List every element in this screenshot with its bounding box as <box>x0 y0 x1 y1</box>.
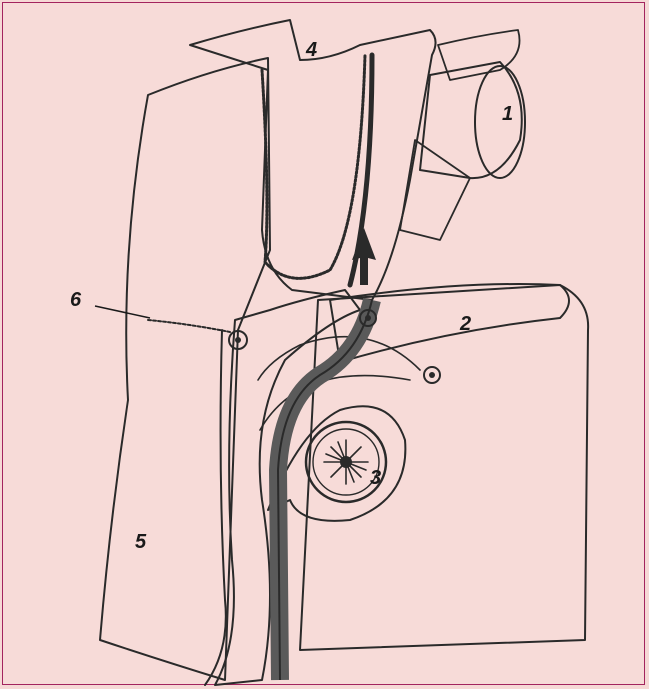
label-3: 3 <box>370 467 381 489</box>
leader-line-6 <box>95 306 150 318</box>
label-5: 5 <box>135 531 147 553</box>
label-4: 4 <box>305 39 317 61</box>
label-2: 2 <box>459 313 471 335</box>
seam-line <box>148 320 230 332</box>
label-1: 1 <box>502 103 513 125</box>
left-sheet <box>100 58 270 680</box>
arrow-up-icon <box>352 228 376 285</box>
label-6: 6 <box>70 289 82 311</box>
upper-canal <box>190 20 436 300</box>
